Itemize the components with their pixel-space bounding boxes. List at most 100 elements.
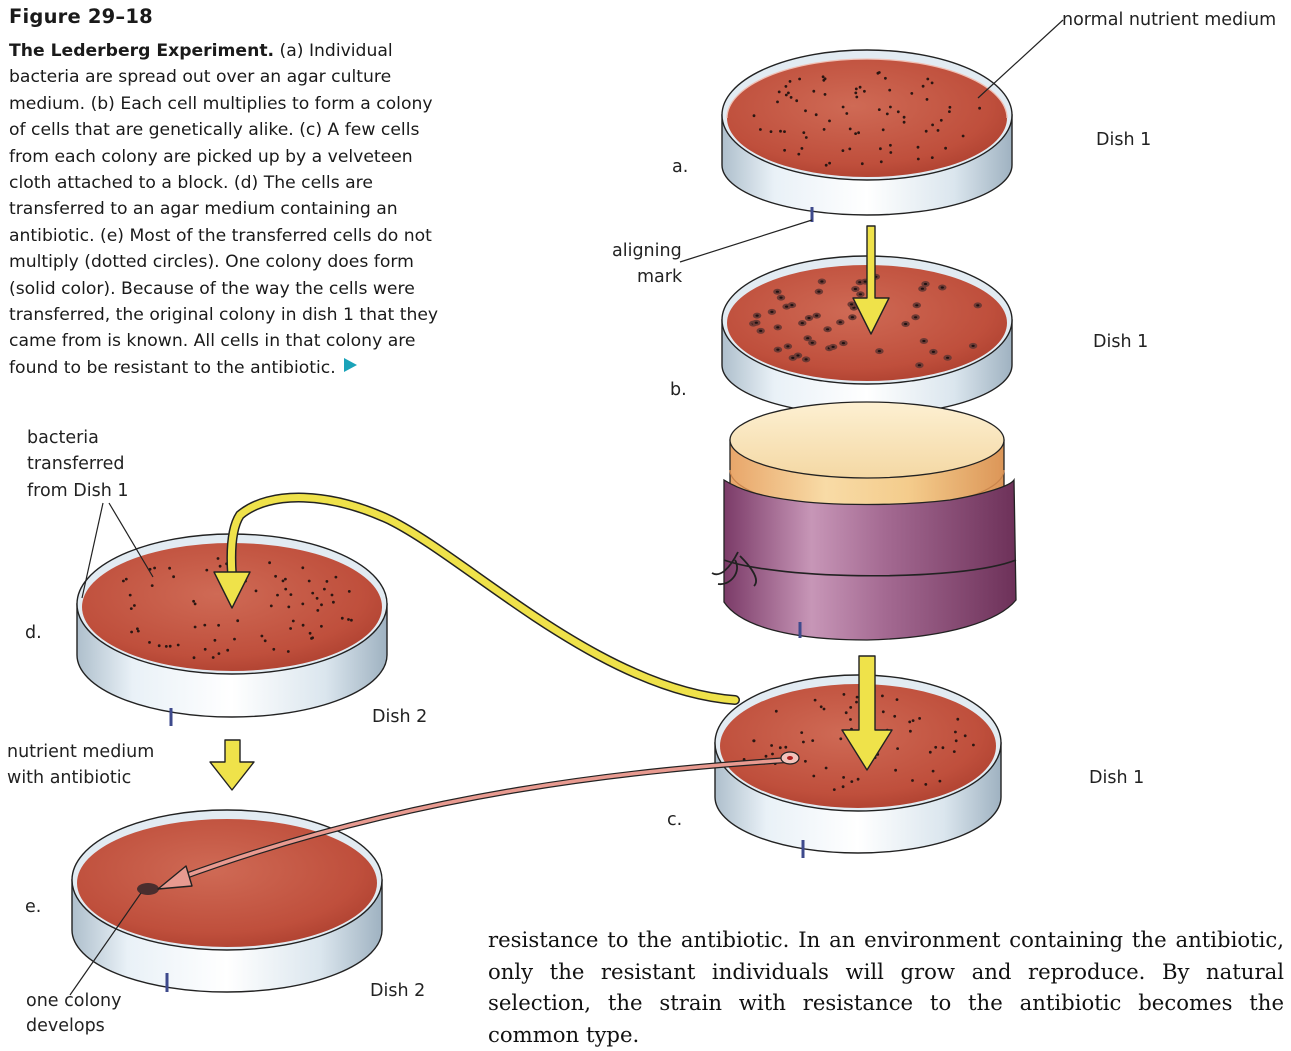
bacterium-dot [888,89,891,92]
label-step-d: d. [25,620,42,646]
bacterium-dot [825,767,828,770]
bacterium-dot [972,744,975,747]
bacterium-dot [893,715,896,718]
bacterium-dot [903,116,906,119]
bacterium-dot [770,744,773,747]
bacterium-dot [765,755,768,758]
colony-center [918,364,921,366]
label-aligning-1: aligning [612,238,682,264]
bacterium-dot [302,624,305,627]
bacterium-dot [955,739,958,742]
colony-center [770,311,773,313]
colony-center [815,315,818,317]
bacterium-dot [805,136,808,139]
colony-center [922,340,925,342]
colony-center [932,351,935,353]
bacterium-dot [137,630,140,633]
bacterium-dot [204,648,207,651]
colony-center [790,304,793,306]
colony-center [878,350,881,352]
bacterium-dot [889,144,892,147]
bacterium-dot [165,645,168,648]
bacterium-dot [219,565,222,568]
colony-center [839,321,842,323]
bacterium-dot [850,780,853,783]
bacterium-dot [823,708,826,711]
bacterium-dot [759,128,762,131]
bacterium-dot [911,779,914,782]
colony-center [820,280,823,282]
bacterium-dot [194,603,197,606]
bacterium-dot [845,711,848,714]
colony-center [859,293,862,295]
label-dish-d: Dish 2 [372,704,427,730]
bacterium-dot [954,731,957,734]
bacterium-dot [284,588,287,591]
label-step-c: c. [667,807,682,833]
bacterium-dot [882,710,885,713]
colony-center [842,342,845,344]
dish-a [722,50,1012,222]
bacterium-dot [849,718,852,721]
colony-center [801,322,804,324]
bacterium-dot [849,127,852,130]
bacterium-dot [894,769,897,772]
bacterium-dot [863,90,866,93]
bacterium-dot [937,129,940,132]
bacterium-dot [778,91,781,94]
bacterium-dot [274,575,277,578]
bacterium-dot [962,135,965,138]
bacterium-dot [779,130,782,133]
body-paragraph: resistance to the antibiotic. In an envi… [488,924,1284,1051]
bacterium-dot [855,88,858,91]
label-bacteria-3: from Dish 1 [27,478,129,504]
bacterium-dot [122,580,125,583]
bacterium-dot [301,603,304,606]
colony-center [785,306,788,308]
bacterium-dot [880,160,883,163]
bacterium-dot [341,617,344,620]
bacterium-dot [812,775,815,778]
bacterium-dot [804,760,807,763]
colony-center [826,328,829,330]
bacterium-dot [842,106,845,109]
label-step-b: b. [670,377,687,403]
bacterium-dot [289,627,292,630]
colony-center [776,349,779,351]
bacterium-dot [130,631,133,634]
bacterium-dot [822,79,825,82]
bacterium-dot [814,699,817,702]
bacterium-dot [944,147,947,150]
bacterium-dot [217,624,220,627]
bacterium-dot [884,77,887,80]
bacterium-dot [177,644,180,647]
bacterium-dot [798,78,801,81]
bacterium-dot [886,113,889,116]
bacterium-dot [771,753,774,756]
label-bacteria-1: bacteria [27,425,99,451]
label-bacteria-2: transferred [27,451,125,477]
label-antibiotic-1: nutrient medium [7,739,154,765]
bacterium-dot [316,597,319,600]
bacterium-dot [272,648,275,651]
bacterium-dot [203,624,206,627]
colony-center [807,317,810,319]
bacterium-dot [309,632,312,635]
dish-c [715,675,1001,858]
bacterium-dot [924,783,927,786]
bacterium-dot [804,109,807,112]
colony-center [755,322,758,324]
label-aligning-2: mark [637,264,682,290]
bacterium-dot [192,600,195,603]
bacterium-dot [347,618,350,621]
bacterium-dot [896,747,899,750]
label-dish-c: Dish 1 [1089,765,1144,791]
label-dish-a: Dish 1 [1096,127,1151,153]
bacterium-dot [153,567,156,570]
colony-center [946,357,949,359]
colony-center [779,297,782,299]
bacterium-dot [828,162,831,165]
bacterium-dot [783,149,786,152]
bacterium-dot [348,590,351,593]
bacterium-dot [233,638,236,641]
